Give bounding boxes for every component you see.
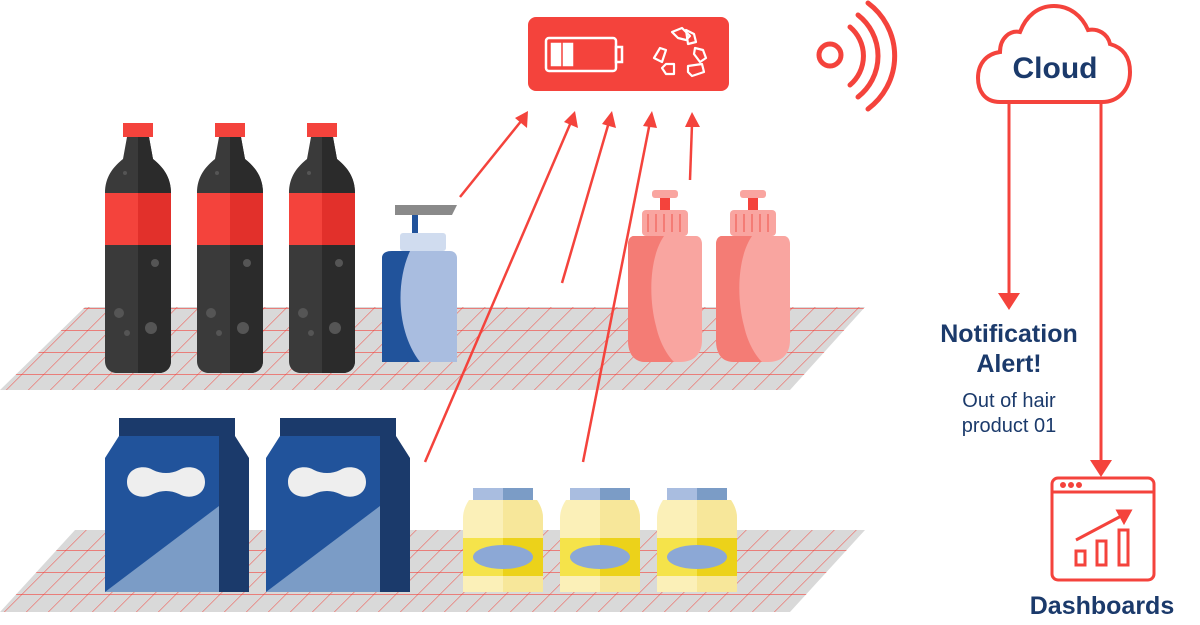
shampoo-bottle — [715, 189, 791, 363]
jar — [463, 488, 543, 592]
cola-bottle — [105, 123, 171, 373]
notification-title-line1: Notification — [940, 320, 1078, 348]
cola-bottle — [197, 123, 263, 373]
pump-bottle — [382, 205, 457, 362]
cloud-label: Cloud — [1012, 52, 1098, 85]
notification-message-line2: product 01 — [961, 415, 1057, 437]
dashboard-icon — [1050, 476, 1156, 582]
cloud-arrows — [998, 102, 1112, 477]
cola-bottle — [289, 123, 355, 373]
notification-message-line1: Out of hair — [962, 390, 1056, 412]
sensor-device — [528, 17, 729, 91]
recycle-icon — [652, 26, 708, 78]
jar — [657, 488, 737, 592]
notification-title: Notification Alert! — [909, 319, 1109, 379]
sensor-arrows — [423, 111, 700, 463]
notification-title-line2: Alert! — [976, 350, 1042, 378]
notification-message: Out of hair product 01 — [919, 389, 1099, 439]
milk-carton — [266, 418, 410, 592]
wireless-signal-icon — [816, 0, 898, 112]
dashboards-label: Dashboards — [1029, 592, 1175, 620]
cloud-icon — [975, 3, 1133, 104]
shampoo-bottle — [627, 189, 703, 363]
jar — [560, 488, 640, 592]
battery-icon — [544, 36, 624, 73]
milk-carton — [105, 418, 249, 592]
